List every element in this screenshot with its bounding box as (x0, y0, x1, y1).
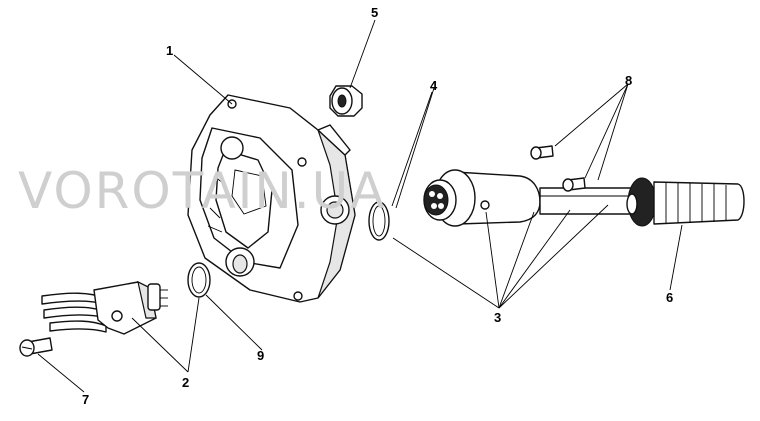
label-part-8: 8 (625, 73, 632, 88)
part-3-socket-assembly (423, 169, 636, 227)
part-4-o-ring (368, 201, 390, 241)
leader-lines (37, 19, 683, 393)
label-part-4: 4 (430, 78, 438, 93)
part-8-screws (530, 145, 586, 192)
label-part-2: 2 (182, 375, 189, 390)
label-part-6: 6 (666, 290, 673, 305)
label-part-1: 1 (166, 43, 173, 58)
label-part-5: 5 (371, 5, 378, 20)
label-part-7: 7 (82, 392, 89, 407)
part-1-housing (187, 94, 356, 303)
part-6-bellows (626, 177, 745, 227)
watermark-text: VOROTAIN.UA (18, 162, 386, 220)
part-7-screw (19, 337, 53, 357)
label-part-9: 9 (257, 348, 264, 363)
part-2-plug (41, 280, 168, 335)
part-9-o-ring (187, 262, 211, 298)
part-5-fitting (329, 85, 363, 117)
label-part-3: 3 (494, 310, 501, 325)
